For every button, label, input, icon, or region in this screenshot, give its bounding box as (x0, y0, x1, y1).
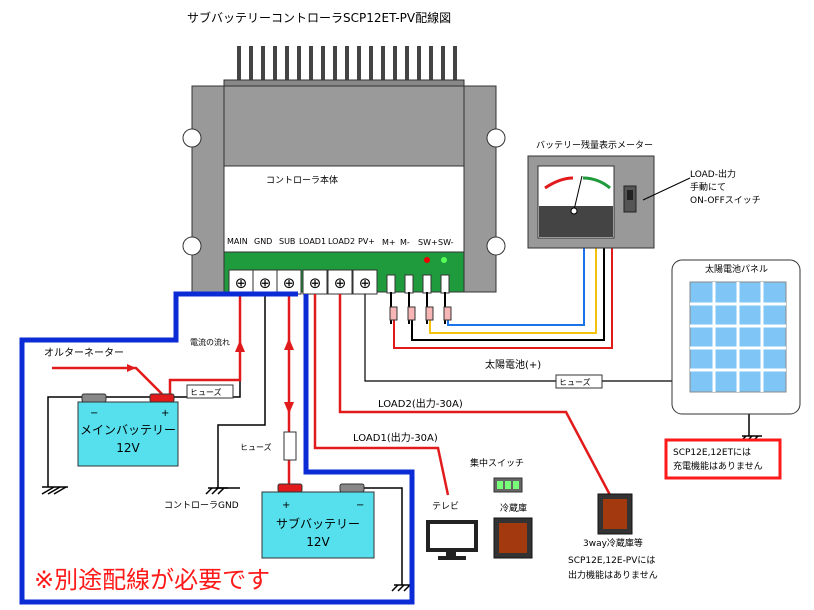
main-battery-plus: + (161, 408, 169, 419)
load2-label: LOAD2(出力-30A) (378, 397, 463, 410)
current-flow-label: 電流の流れ (190, 337, 230, 347)
sub-battery-minus: − (356, 500, 364, 511)
terminal-label-pvplus: PV+ (358, 237, 375, 246)
tv-icon (426, 520, 478, 560)
meter-title: バッテリー残量表示メーター (536, 139, 653, 151)
heatsink (237, 46, 457, 86)
screw-pvplus: ⊕ (359, 274, 372, 292)
terminal-label-swminus: SW- (438, 238, 454, 247)
main-battery (77, 393, 179, 467)
sub-battery-voltage: 12V (306, 535, 330, 549)
output-note-1: SCP12E,12E-PVには (568, 555, 655, 566)
pv-fuse-label: ヒューズ (559, 377, 591, 387)
sub-battery (261, 483, 375, 559)
terminal-label-load1: LOAD1 (299, 237, 326, 246)
meter-wires (390, 246, 613, 349)
controller-flange-right (463, 85, 506, 293)
screw-main: ⊕ (235, 274, 248, 292)
terminal-label-mplus: M+ (382, 238, 396, 247)
fridge3way-icon (597, 493, 633, 535)
terminal-label-sub: SUB (279, 237, 295, 246)
main-fuse-label: ヒューズ (190, 387, 222, 397)
solar-panel (689, 281, 787, 393)
screw-load2: ⊕ (334, 274, 347, 292)
alternator-arrow (52, 366, 163, 395)
current-arrowhead (235, 340, 245, 352)
controller-label: コントローラ本体 (266, 174, 338, 186)
fridge3way-label: 3way冷蔵庫等 (583, 537, 643, 549)
main-battery-minus: − (90, 408, 98, 419)
controller-body (223, 165, 465, 253)
alternator-label: オルターネーター (44, 347, 124, 359)
alternator-arrowhead (127, 364, 136, 372)
screw-load1: ⊕ (309, 274, 322, 292)
main-battery-label: メインバッテリー (80, 423, 176, 437)
sub-fuse-label: ヒューズ (240, 442, 272, 452)
fridge-label: 冷蔵庫 (500, 502, 527, 514)
main-fuse (186, 384, 234, 399)
sub-fuse (283, 431, 297, 461)
switch-note-3: ON-OFFスイッチ (690, 195, 761, 206)
terminal-label-main: MAIN (227, 237, 248, 246)
terminal-label-load2: LOAD2 (328, 237, 355, 246)
red-wires (168, 294, 612, 496)
tv-label: テレビ (432, 501, 459, 512)
sub-battery-label: サブバッテリー (276, 516, 360, 531)
terminal-label-gnd: GND (254, 237, 272, 246)
solar-note-box (664, 438, 782, 480)
separate-wiring-boundary (19, 291, 415, 605)
load1-label: LOAD1(出力-30A) (353, 431, 438, 444)
diagram-title: サブバッテリーコントローラSCP12ET-PV配線図 (187, 10, 451, 25)
meter-wire-plugs (389, 306, 452, 321)
controller-top (223, 85, 465, 167)
terminal-label-mminus: M- (400, 238, 410, 247)
separate-wiring-note: ※別途配線が必要です (34, 566, 270, 594)
switch-note-2: 手動にて (690, 181, 726, 193)
solar-title: 太陽電池パネル (705, 263, 768, 275)
meter-box (527, 155, 655, 249)
central-switch-label: 集中スイッチ (470, 457, 524, 469)
fridge-icon (493, 517, 533, 559)
sub-arrow-down (284, 402, 294, 414)
controller-flange-left (182, 85, 225, 293)
pv-wire-label: 太陽電池(+) (485, 358, 541, 371)
led-green (441, 257, 447, 263)
output-note-2: 出力機能はありません (568, 569, 658, 581)
screw-sub: ⊕ (283, 274, 296, 292)
controller-gnd-label: コントローラGND (164, 500, 239, 511)
pv-fuse (555, 374, 603, 389)
screw-terminals (228, 269, 378, 295)
switch-pointer (642, 177, 691, 201)
solar-note-2: 充電機能はありません (673, 460, 763, 472)
sub-battery-plus: + (282, 500, 290, 511)
central-switch (493, 477, 523, 493)
solar-note-1: SCP12E,12ETには (673, 447, 751, 458)
sub-arrow-up (284, 338, 294, 350)
main-battery-voltage: 12V (116, 441, 140, 455)
switch-note-1: LOAD-出力 (690, 168, 736, 180)
led-red (424, 257, 430, 263)
screw-gnd: ⊕ (259, 274, 272, 292)
terminal-label-swplus: SW+ (418, 238, 438, 247)
